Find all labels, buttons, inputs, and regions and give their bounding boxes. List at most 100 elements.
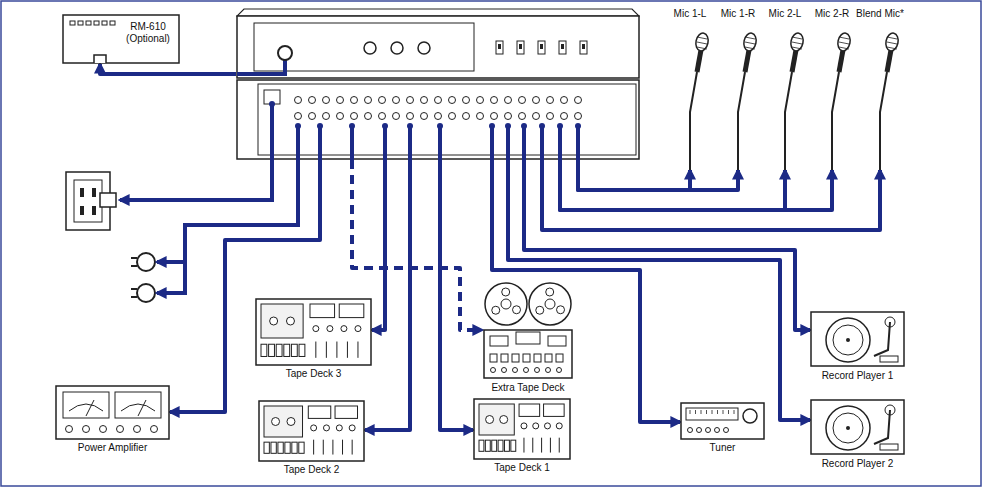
device-drawing — [482, 280, 574, 380]
deck-knob — [546, 368, 551, 373]
transport-key — [292, 442, 297, 453]
jack — [379, 97, 386, 104]
ac-outlet-wire — [157, 160, 298, 293]
mic-head — [884, 32, 899, 52]
cassette-reel — [287, 418, 295, 426]
mic-grille — [697, 42, 707, 44]
jack-lead — [506, 126, 510, 160]
signal-cable — [560, 160, 832, 210]
jack — [393, 97, 400, 104]
device-drawing — [255, 298, 372, 366]
jack — [463, 97, 470, 104]
mic-grille — [792, 42, 802, 44]
fader — [357, 342, 358, 358]
mic-grille — [792, 37, 802, 39]
tuner-button — [706, 428, 711, 433]
level-meter — [544, 404, 565, 416]
reel-window — [536, 306, 544, 314]
jack — [463, 113, 470, 120]
signal-cable — [578, 160, 690, 190]
level-meter — [490, 336, 508, 346]
transport-key — [278, 442, 283, 453]
power-meter — [63, 392, 109, 418]
jack-lead — [296, 126, 300, 160]
tuner-housing — [681, 403, 764, 439]
jack-plug — [539, 123, 545, 129]
dial-tick — [701, 410, 702, 414]
jack — [505, 113, 512, 120]
jack — [533, 97, 540, 104]
switch-lever — [519, 44, 522, 49]
jack — [533, 113, 540, 120]
reel-hub — [501, 299, 511, 309]
remote-jack — [94, 55, 106, 63]
remote-button — [94, 21, 99, 25]
mic-grille — [887, 42, 897, 44]
device-label: Tape Deck 1 — [492, 462, 552, 474]
jack — [379, 113, 386, 120]
switch-lever — [582, 44, 585, 49]
dial-tick — [728, 410, 729, 414]
mic-stand — [880, 72, 887, 170]
device-drawing — [473, 398, 571, 460]
switch — [517, 41, 524, 54]
outlet-slot — [80, 206, 84, 215]
mic-grille — [745, 37, 755, 39]
power-amplifier: Power Amplifier — [55, 385, 170, 454]
level-meter — [548, 336, 566, 346]
mic-grille — [697, 37, 707, 39]
signal-cable — [365, 160, 410, 430]
level-meter — [519, 404, 540, 416]
turntable-controls — [880, 356, 898, 362]
remote-button — [78, 21, 83, 25]
device-drawing — [55, 385, 170, 440]
remote-label: (Optional) — [124, 33, 172, 45]
dial-tick — [712, 410, 713, 414]
tuner-button — [688, 428, 693, 433]
remote-cable — [237, 60, 285, 74]
transport-key — [498, 440, 503, 451]
remote-button — [70, 21, 75, 25]
jack — [547, 97, 554, 104]
deck-knob — [556, 423, 562, 429]
reel-tape-deck: Extra Tape Deck — [482, 280, 574, 394]
deck-knob — [349, 425, 355, 431]
transport-key — [523, 354, 530, 362]
cassette-reel — [486, 416, 494, 424]
jack — [295, 113, 302, 120]
mic-head — [694, 32, 709, 52]
cassette-reel — [286, 317, 294, 325]
device-drawing — [855, 20, 905, 170]
jack-lead — [576, 126, 580, 160]
level-meter — [339, 304, 364, 318]
tape-head-cover — [516, 332, 540, 344]
jack-plug — [269, 101, 275, 107]
mixer-unit — [236, 8, 640, 160]
switch — [496, 41, 503, 54]
amplifier-knob — [117, 426, 124, 433]
jack-plug — [437, 123, 443, 129]
jack — [337, 97, 344, 104]
deck-knob — [341, 326, 347, 332]
device-drawing — [810, 396, 905, 456]
jack — [365, 97, 372, 104]
fader — [313, 440, 314, 455]
remote-housing — [63, 15, 179, 63]
cassette-door — [264, 406, 303, 437]
outlet-slot — [92, 206, 96, 215]
jack-lead — [490, 126, 494, 160]
mic-grille — [745, 47, 755, 49]
remote-socket — [278, 46, 292, 60]
turntable-base — [811, 400, 904, 454]
fader — [347, 342, 348, 358]
deck-housing — [256, 299, 371, 365]
dial-tick — [723, 410, 724, 414]
jack — [449, 97, 456, 104]
device-drawing — [665, 20, 715, 170]
fader — [523, 438, 524, 453]
microphone: Mic 2-L — [760, 8, 810, 170]
transport-key — [492, 440, 497, 451]
deck-knob — [524, 368, 529, 373]
fader — [332, 440, 333, 455]
